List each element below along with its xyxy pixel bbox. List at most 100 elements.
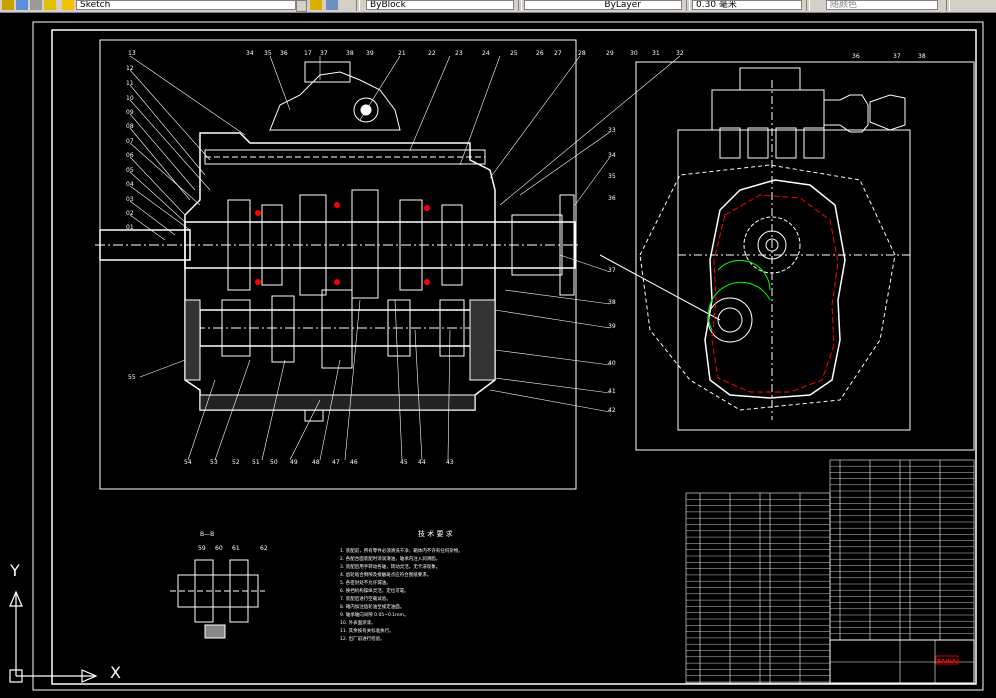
toolbar-separator (518, 0, 522, 11)
ucs-x-label: X (110, 663, 121, 682)
callout-bottom-5: 50 (270, 459, 278, 466)
callout-top-19: 31 (652, 50, 660, 57)
callout-bottom-12: 43 (446, 459, 454, 466)
bb-callout-1: 59 (198, 545, 206, 552)
tech-note-8: 8. 箱内加注齿轮油至规定油面。 (340, 603, 404, 610)
chevron-down-icon[interactable] (296, 0, 307, 12)
callout-top-11: 23 (455, 50, 463, 57)
callout-top-12: 24 (482, 50, 490, 57)
ucs-icon (9, 590, 98, 683)
layer-previous-icon[interactable] (326, 0, 338, 10)
side-callout-2: 37 (893, 53, 901, 60)
callout-top-18: 30 (630, 50, 638, 57)
callout-top-4: 36 (280, 50, 288, 57)
callout-right-6: 38 (608, 299, 616, 306)
callout-bottom-11: 44 (418, 459, 426, 466)
make-object-layer-current-icon[interactable] (310, 0, 322, 10)
callout-left-2: 11 (126, 80, 134, 87)
tech-note-5: 5. 各密封处不允许漏油。 (340, 579, 391, 586)
callout-top-13: 25 (510, 50, 518, 57)
tech-note-10: 10. 外表面涂漆。 (340, 619, 376, 626)
parts-list-rows (686, 466, 974, 683)
callout-bottom-8: 47 (332, 459, 340, 466)
side-view-red-holes (711, 194, 839, 393)
callout-top-6: 37 (320, 50, 328, 57)
lineweight-combo[interactable]: 0.30 毫米 (692, 0, 802, 10)
callout-top-3: 35 (264, 50, 272, 57)
callout-numbers: 13 34 35 36 17 37 38 39 21 22 23 24 25 2… (126, 50, 684, 466)
callout-bottom-2: 53 (210, 459, 218, 466)
callout-top-20: 32 (676, 50, 684, 57)
callout-top-9: 21 (398, 50, 406, 57)
tech-requirements-title: 技 术 要 求 (418, 529, 453, 538)
toolbar-separator (356, 0, 360, 11)
callout-bottom-4: 51 (252, 459, 260, 466)
callout-top-7: 38 (346, 50, 354, 57)
tech-note-6: 6. 换挡机构操纵灵活，定位可靠。 (340, 587, 409, 594)
layer-combo[interactable]: Sketch (76, 0, 296, 10)
callout-top-17: 29 (606, 50, 614, 57)
tech-note-2: 2. 各配合面装配时涂润滑油，轴承内注入润滑脂。 (340, 555, 440, 562)
callout-left-7: 06 (126, 152, 134, 159)
callout-left-1: 12 (126, 65, 134, 72)
callout-top-2: 34 (246, 50, 254, 57)
tech-note-11: 11. 其余按有关标准执行。 (340, 627, 394, 634)
drawing-canvas[interactable]: 13 34 35 36 17 37 38 39 21 22 23 24 25 2… (0, 13, 996, 694)
tech-note-4: 4. 齿轮啮合侧隙及接触斑点应符合图纸要求。 (340, 571, 431, 578)
color-combo[interactable]: ByBlock (366, 0, 514, 10)
callout-left-3: 10 (126, 95, 134, 102)
tech-note-12: 12. 出厂前进行检验。 (340, 635, 385, 642)
side-view-callouts: 36 37 38 (852, 53, 926, 60)
tech-note-9: 9. 轴承轴向间隙 0.05~0.1mm。 (340, 611, 408, 618)
layer-light-icon[interactable] (62, 0, 74, 10)
drawing-inner-frame (51, 29, 977, 685)
toolbar-separator (686, 0, 690, 11)
callout-top-1: 13 (128, 50, 136, 57)
callout-bottom-10: 45 (400, 459, 408, 466)
side-view (599, 61, 975, 451)
title-block-logo-box (935, 655, 959, 665)
layer-color-icon[interactable] (44, 0, 56, 10)
callout-bottom-7: 48 (312, 459, 320, 466)
toolbar-separator (946, 0, 950, 11)
ucs-y-label: Y (10, 561, 20, 580)
layer-state-icon[interactable] (2, 0, 14, 10)
bb-callout-2: 60 (215, 545, 223, 552)
drawing-svg: 13 34 35 36 17 37 38 39 21 22 23 24 25 2… (9, 21, 984, 691)
layer-freeze-icon[interactable] (16, 0, 28, 10)
side-view-green-arcs (707, 259, 771, 331)
layer-lock-icon[interactable] (30, 0, 42, 10)
drawing-outer-frame (32, 21, 984, 691)
callout-right-7: 39 (608, 323, 616, 330)
callout-left-5: 08 (126, 123, 134, 130)
callout-right-3: 35 (608, 173, 616, 180)
callout-top-15: 27 (554, 50, 562, 57)
callout-right-8: 40 (608, 360, 616, 367)
callout-right-1: 33 (608, 127, 616, 134)
callout-bottom-3: 52 (232, 459, 240, 466)
callout-top-14: 26 (536, 50, 544, 57)
callout-top-10: 22 (428, 50, 436, 57)
title-block-logo: SAINA (937, 659, 957, 665)
callout-left-10: 03 (126, 196, 134, 203)
callout-bottom-9: 46 (350, 459, 358, 466)
tech-requirements-list: 1. 装配前，所有零件必须清洗干净，箱体内不许有任何杂物。 2. 各配合面装配时… (340, 547, 463, 642)
callout-bottom-6: 49 (290, 459, 298, 466)
callout-leaders (129, 55, 681, 461)
callout-left-9: 04 (126, 181, 134, 188)
main-section-view (95, 39, 580, 490)
bb-callouts: 59 60 61 62 (198, 545, 268, 552)
callout-right-4: 36 (608, 195, 616, 202)
toolbar: Sketch ByBlock ByLayer 0.30 毫米 随颜色 (0, 0, 996, 13)
side-callout-1: 36 (852, 53, 860, 60)
callout-left-6: 07 (126, 138, 134, 145)
tech-note-7: 7. 装配后进行空载试验。 (340, 595, 391, 602)
bb-callout-3: 61 (232, 545, 240, 552)
bb-section-label: B—B (200, 531, 214, 538)
callout-left-lower: 55 (128, 374, 136, 381)
toolbar-separator (806, 0, 810, 11)
linetype-combo[interactable]: ByLayer (524, 0, 682, 10)
plotstyle-combo[interactable]: 随颜色 (826, 0, 938, 10)
callout-left-4: 09 (126, 109, 134, 116)
callout-right-5: 37 (608, 267, 616, 274)
